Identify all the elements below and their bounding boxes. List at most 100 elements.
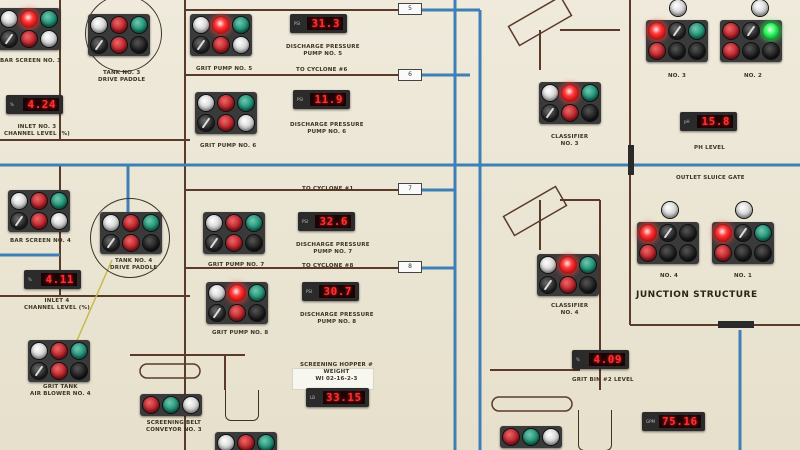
white-button[interactable] — [198, 95, 214, 111]
white-button[interactable] — [542, 85, 558, 101]
close-button[interactable] — [715, 245, 731, 261]
stop-button[interactable] — [111, 17, 127, 33]
stop-button[interactable] — [660, 245, 676, 261]
reset-button[interactable] — [755, 245, 771, 261]
run-button[interactable] — [111, 37, 127, 53]
reset-button[interactable] — [131, 37, 147, 53]
bar-screen-4-label: BAR SCREEN NO. 4 — [10, 238, 72, 244]
stop-button[interactable] — [51, 343, 67, 359]
stop-button[interactable] — [562, 105, 578, 121]
reset-button[interactable] — [143, 235, 159, 251]
selector-knob[interactable] — [31, 363, 47, 379]
reset-button[interactable] — [580, 277, 596, 293]
run-indicator-light — [562, 85, 578, 101]
bottom-station-panel-2 — [500, 426, 562, 448]
reset-button[interactable] — [233, 37, 249, 53]
reset-button[interactable] — [41, 31, 57, 47]
display-value: 32.6 — [315, 215, 351, 228]
start-button[interactable] — [71, 343, 87, 359]
run-button[interactable] — [218, 115, 234, 131]
selector-knob[interactable] — [660, 225, 676, 241]
start-button[interactable] — [249, 285, 265, 301]
run-button[interactable] — [51, 363, 67, 379]
selector-knob[interactable] — [1, 31, 17, 47]
tank-4-paddle-label: TANK NO. 4 DRIVE PADDLE — [110, 258, 158, 271]
white-button[interactable] — [31, 343, 47, 359]
start-button[interactable] — [233, 17, 249, 33]
start-button[interactable] — [246, 215, 262, 231]
stop-button[interactable] — [31, 193, 47, 209]
stop-button[interactable] — [560, 277, 576, 293]
selector-knob[interactable] — [91, 37, 107, 53]
run-button[interactable] — [226, 235, 242, 251]
start-button[interactable] — [41, 11, 57, 27]
stop-button[interactable] — [123, 215, 139, 231]
start-button[interactable] — [580, 257, 596, 273]
start-button[interactable] — [238, 95, 254, 111]
selector-knob[interactable] — [206, 235, 222, 251]
start-button[interactable] — [51, 193, 67, 209]
stop-button[interactable] — [218, 95, 234, 111]
reset-button[interactable] — [238, 115, 254, 131]
outlet-sluice-gate-label: OUTLET SLUICE GATE — [676, 175, 745, 181]
reset-button[interactable] — [743, 43, 759, 59]
stop-button[interactable] — [735, 245, 751, 261]
white-button[interactable] — [206, 215, 222, 231]
reset-button[interactable] — [680, 245, 696, 261]
grit-pump-7-panel — [203, 212, 265, 254]
stop-button[interactable] — [229, 305, 245, 321]
discharge-pump-8-label: DISCHARGE PRESSURE PUMP NO. 8 — [300, 312, 374, 325]
stop-button[interactable] — [213, 37, 229, 53]
start-button[interactable] — [582, 85, 598, 101]
reset-button[interactable] — [51, 213, 67, 229]
reset-button[interactable] — [183, 397, 199, 413]
selector-knob[interactable] — [540, 277, 556, 293]
white-button[interactable] — [193, 17, 209, 33]
start-button[interactable] — [523, 429, 539, 445]
start-button[interactable] — [258, 435, 274, 450]
start-button[interactable] — [143, 215, 159, 231]
selector-knob[interactable] — [103, 235, 119, 251]
stop-button[interactable] — [238, 435, 254, 450]
stop-button[interactable] — [503, 429, 519, 445]
reset-button[interactable] — [543, 429, 559, 445]
close-button[interactable] — [640, 245, 656, 261]
stop-button[interactable] — [669, 43, 685, 59]
grit-bin-level-display: %4.09 — [572, 350, 629, 369]
selector-knob[interactable] — [11, 213, 27, 229]
selector-knob[interactable] — [542, 105, 558, 121]
white-button[interactable] — [209, 285, 225, 301]
white-button[interactable] — [103, 215, 119, 231]
selector-knob[interactable] — [743, 23, 759, 39]
close-button[interactable] — [723, 23, 739, 39]
open-button[interactable] — [689, 23, 705, 39]
aux-button[interactable] — [763, 43, 779, 59]
selector-knob[interactable] — [669, 23, 685, 39]
start-button[interactable] — [131, 17, 147, 33]
reset-button[interactable] — [689, 43, 705, 59]
stop-button[interactable] — [723, 43, 739, 59]
white-button[interactable] — [218, 435, 234, 450]
reset-button[interactable] — [582, 105, 598, 121]
white-button[interactable] — [91, 17, 107, 33]
reset-button[interactable] — [71, 363, 87, 379]
white-button[interactable] — [540, 257, 556, 273]
open-button[interactable] — [755, 225, 771, 241]
white-button[interactable] — [11, 193, 27, 209]
start-button[interactable] — [163, 397, 179, 413]
bar-screen-3-label: BAR SCREEN NO. 3 — [0, 58, 62, 64]
close-button[interactable] — [649, 43, 665, 59]
selector-knob[interactable] — [735, 225, 751, 241]
run-button[interactable] — [31, 213, 47, 229]
stop-button[interactable] — [21, 31, 37, 47]
run-button[interactable] — [123, 235, 139, 251]
selector-knob[interactable] — [209, 305, 225, 321]
selector-knob[interactable] — [193, 37, 209, 53]
selector-knob[interactable] — [198, 115, 214, 131]
reset-button[interactable] — [249, 305, 265, 321]
stop-button[interactable] — [226, 215, 242, 231]
stop-button[interactable] — [143, 397, 159, 413]
aux-button[interactable] — [680, 225, 696, 241]
white-button[interactable] — [1, 11, 17, 27]
reset-button[interactable] — [246, 235, 262, 251]
